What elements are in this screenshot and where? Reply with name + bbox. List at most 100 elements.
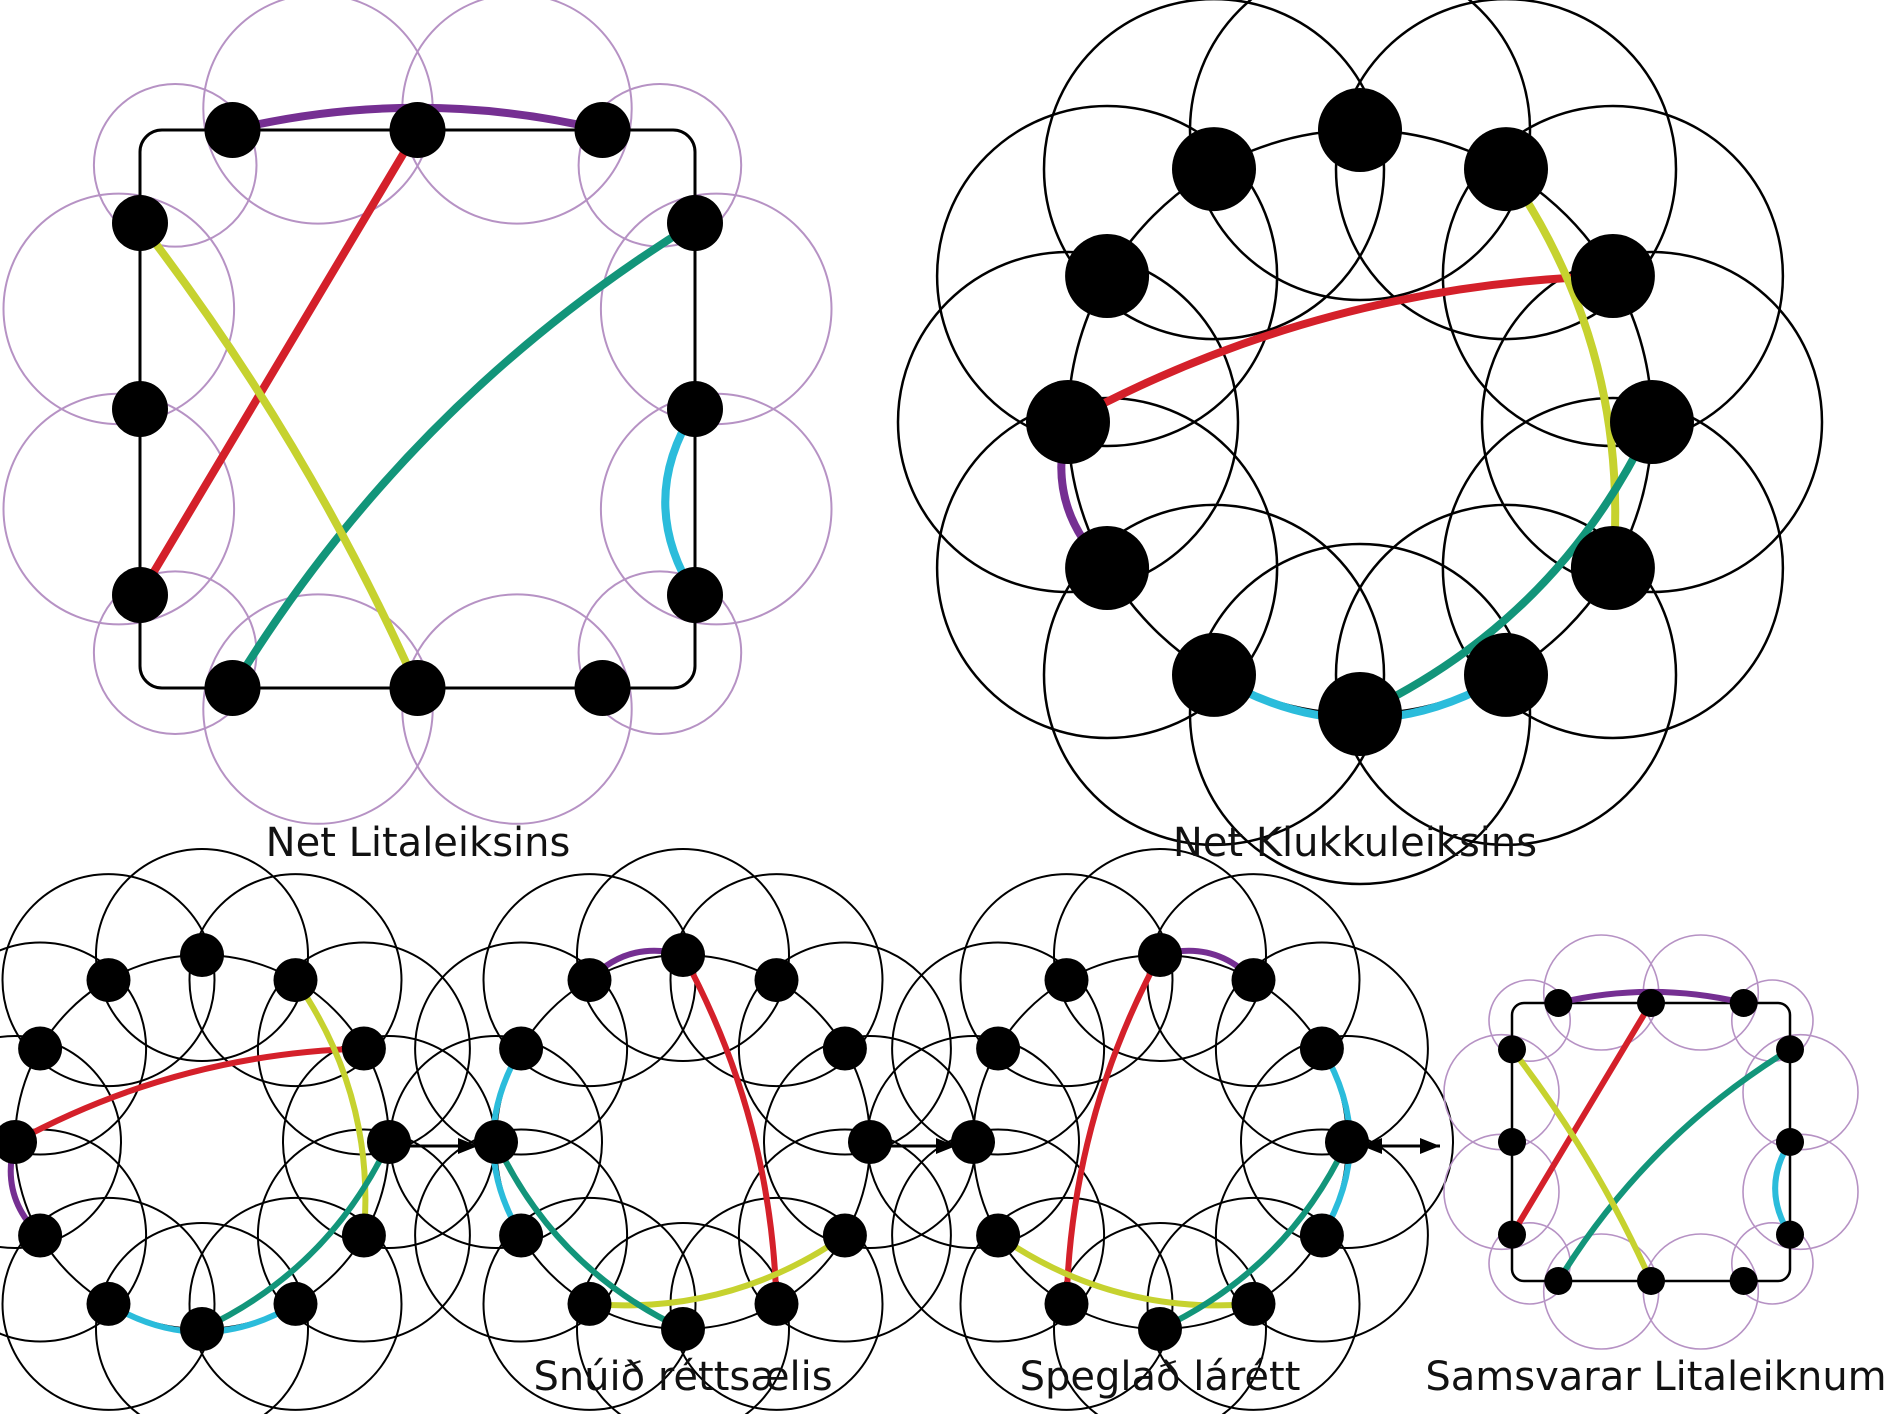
- color-game-node-6: [574, 660, 631, 716]
- rotated-clock-loop-5: [414, 1128, 629, 1343]
- mirrored-clock-edge-yellow: [995, 1232, 1257, 1309]
- small-clock-loop-4: [256, 1128, 471, 1343]
- small-color-game-edge-yellow: [1509, 1046, 1654, 1284]
- small-clock-node-8: [18, 1213, 63, 1258]
- clock-game-loop-7: [1042, 503, 1386, 847]
- clock-game-loop-3: [1480, 250, 1824, 594]
- clock-game-edge-yellow: [1502, 165, 1620, 572]
- mirrored-clock-node-4: [1231, 1281, 1276, 1326]
- clock-game-loop-10: [935, 104, 1279, 448]
- mirrored-clock-node-1: [976, 1213, 1021, 1258]
- clock-game-loop-1: [1334, 0, 1678, 341]
- caption-clock-game: Net Klukkuleiksins: [1172, 820, 1538, 866]
- rotated-clock-ring: [495, 954, 871, 1330]
- small-color-game-loop-11: [1488, 979, 1571, 1062]
- mirrored-clock-loop-6: [1240, 1035, 1454, 1249]
- rotated-clock-edge-red: [680, 952, 780, 1307]
- mirrored-clock-node-0: [951, 1120, 995, 1164]
- clock-game-loop-9: [896, 250, 1240, 594]
- color-game-node-11: [112, 195, 168, 251]
- mirrored-clock-loop-4: [1146, 1196, 1361, 1411]
- rotated-clock-node-1: [822, 1213, 867, 1258]
- clock-game-node-0: [1318, 88, 1402, 172]
- mirrored-clock-node-9: [1138, 933, 1182, 977]
- small-color-game-node-11: [1498, 1035, 1526, 1064]
- mirrored-clock-loop-1: [891, 1128, 1106, 1343]
- arrow-equivalent-head: [1420, 1138, 1440, 1154]
- small-clock-node-7: [86, 1281, 131, 1326]
- small-clock-node-10: [18, 1026, 63, 1071]
- small-color-game-node-9: [1498, 1220, 1526, 1249]
- mirrored-clock-edge-green: [1157, 1139, 1350, 1332]
- small-color-game-loop-5: [1731, 1222, 1814, 1305]
- color-game-node-10: [112, 381, 168, 437]
- rotated-clock-loop-4: [482, 1196, 697, 1411]
- color-game-edge-yellow: [136, 219, 422, 692]
- rotated-clock-loop-3: [576, 1222, 790, 1418]
- rotated-clock-node-3: [661, 1307, 705, 1351]
- rotated-clock-edge-yellow: [586, 1232, 848, 1309]
- small-color-game-node-10: [1498, 1128, 1526, 1156]
- rotated-clock-loop-11: [737, 941, 952, 1156]
- color-game-node-4: [667, 381, 723, 437]
- clock-game-ring: [1066, 128, 1654, 716]
- color-game-edge-green: [228, 219, 699, 692]
- mirrored-clock-node-5: [1299, 1213, 1344, 1258]
- clock-game-node-5: [1464, 632, 1548, 717]
- small-clock-node-11: [86, 958, 131, 1003]
- mirrored-clock-node-11: [976, 1026, 1021, 1071]
- small-clock-node-1: [273, 958, 318, 1003]
- mirrored-clock-node-10: [1044, 958, 1089, 1003]
- clock-game-node-6: [1318, 672, 1402, 756]
- rotated-clock-node-4: [567, 1281, 612, 1326]
- mirrored-clock-edge-red: [1063, 952, 1163, 1307]
- small-clock-loop-1: [188, 873, 403, 1088]
- small-clock-loop-7: [1, 1196, 216, 1411]
- mirrored-clock-loop-7: [1214, 941, 1429, 1156]
- small-color-game-node-7: [1637, 1267, 1665, 1295]
- small-color-game-edge-green: [1555, 1046, 1793, 1284]
- rotated-clock-node-6: [474, 1120, 518, 1164]
- mirrored-clock-node-6: [1325, 1120, 1369, 1164]
- rotated-clock-loop-1: [737, 1128, 952, 1343]
- small-clock-node-2: [341, 1026, 386, 1071]
- small-clock-loop-11: [1, 873, 216, 1088]
- color-game-edge-red: [136, 126, 422, 599]
- clock-game-node-1: [1464, 127, 1548, 212]
- rotated-clock-node-0: [848, 1120, 892, 1164]
- rotated-clock-node-2: [754, 1281, 799, 1326]
- clock-game-loop-6: [1188, 542, 1532, 886]
- rotated-clock-loop-6: [389, 1035, 603, 1249]
- small-color-game-node-5: [1776, 1220, 1804, 1249]
- clock-game-loop-4: [1441, 396, 1785, 740]
- clock-game-node-11: [1172, 127, 1256, 212]
- color-game-node-5: [667, 567, 723, 623]
- small-clock-node-9: [0, 1120, 37, 1164]
- small-clock-ring: [14, 954, 390, 1330]
- caption-rotated: Snúið réttsælis: [533, 1354, 833, 1400]
- small-clock-loop-5: [188, 1196, 403, 1411]
- small-color-game-node-0: [1544, 989, 1573, 1017]
- small-clock-node-0: [180, 933, 224, 977]
- small-color-game-edge-red: [1509, 1000, 1654, 1238]
- mirrored-clock-node-8: [1231, 958, 1276, 1003]
- small-color-game-node-2: [1729, 989, 1758, 1017]
- clock-game-loop-0: [1188, 0, 1532, 302]
- rotated-clock-loop-7: [414, 941, 629, 1156]
- color-game-loop-5: [577, 570, 743, 736]
- small-clock-loop-6: [95, 1222, 309, 1418]
- rotated-clock-node-9: [661, 933, 705, 977]
- caption-color-game: Net Litaleiksins: [265, 820, 571, 866]
- arrow-mirror-head: [936, 1138, 956, 1154]
- small-clock-loop-10: [0, 941, 148, 1156]
- clock-game-node-7: [1172, 632, 1256, 717]
- small-color-game-node-6: [1729, 1267, 1758, 1295]
- mirrored-clock-node-2: [1044, 1281, 1089, 1326]
- small-color-game-frame: [1510, 1001, 1792, 1283]
- small-color-game-node-1: [1637, 989, 1665, 1017]
- mirrored-clock-loop-3: [1053, 1222, 1267, 1418]
- caption-mirrored: Speglað lárétt: [1019, 1354, 1301, 1400]
- rotated-clock-node-8: [567, 958, 612, 1003]
